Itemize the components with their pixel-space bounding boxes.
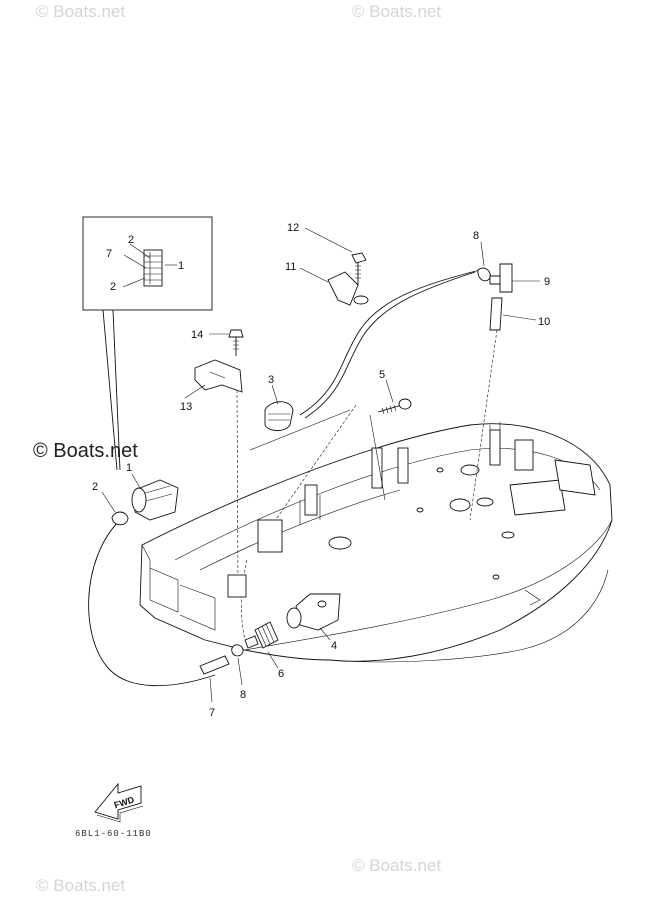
- part-13-bracket: [184, 359, 243, 399]
- watermark-top-right: © Boats.net: [352, 2, 442, 21]
- callout-8-top: 8: [473, 230, 479, 242]
- callout-14: 14: [191, 329, 203, 341]
- part-8-clip-bottom: [231, 644, 244, 686]
- callout-5: 5: [379, 369, 385, 381]
- callout-2: 2: [92, 481, 98, 493]
- callout-10: 10: [538, 316, 550, 328]
- inset-detail: 7 2 2 1: [82, 216, 213, 471]
- inset-callout-2-bottom: 2: [110, 281, 116, 293]
- part-11-clamp: [299, 267, 369, 306]
- part-5-screw: [377, 379, 412, 415]
- part-4-fitting: [286, 593, 341, 641]
- callout-7: 7: [209, 707, 215, 719]
- part-14-screw: [209, 329, 244, 356]
- part-6-adapter: [244, 621, 279, 669]
- callout-6: 6: [278, 668, 284, 680]
- callout-8-bottom: 8: [240, 689, 246, 701]
- watermark-middle-left: © Boats.net: [33, 440, 138, 462]
- callout-4: 4: [331, 640, 337, 652]
- part-3-grommet: [264, 384, 294, 432]
- callout-9: 9: [544, 276, 550, 288]
- inset-callout-7: 7: [106, 248, 112, 260]
- inset-callout-1: 1: [178, 260, 184, 272]
- hose-7-route: [88, 519, 216, 687]
- inset-callout-2-top: 2: [128, 234, 134, 246]
- callout-13: 13: [180, 401, 192, 413]
- callout-3: 3: [268, 374, 274, 386]
- fwd-arrow-icon: FWD: [94, 782, 144, 823]
- hose-route-upper: [299, 269, 481, 416]
- part-8-clip-top: [477, 241, 491, 282]
- part-9-joint: [489, 263, 540, 293]
- watermark-bottom-right: © Boats.net: [352, 856, 442, 875]
- watermark-top-left: © Boats.net: [36, 2, 126, 21]
- part-12-bolt: [304, 227, 367, 285]
- watermark-bottom-left: © Boats.net: [36, 876, 126, 895]
- drawing-code: 6BL1-60-11B0: [75, 829, 152, 839]
- part-10-hose: [489, 297, 537, 331]
- callout-11: 11: [285, 261, 296, 273]
- callout-1: 1: [126, 462, 132, 474]
- callout-12: 12: [287, 222, 299, 234]
- part-7-hose: [199, 655, 230, 703]
- part-1-grommet: [131, 473, 179, 521]
- bottom-cowling: [139, 422, 613, 663]
- part-2-clip: [101, 491, 129, 526]
